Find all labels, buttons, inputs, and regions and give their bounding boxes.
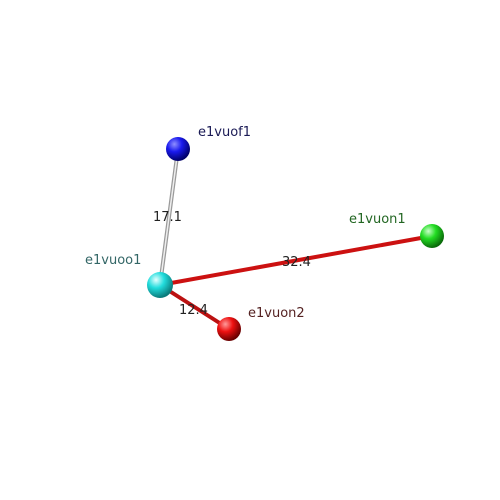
node-labels: e1vuof1 e1vuon1 e1vuoo1 e1vuon2 xyxy=(85,125,406,321)
edges xyxy=(158,147,434,331)
edge-e1vuoo1-e1vuon2 xyxy=(158,283,231,331)
nodes xyxy=(147,137,444,341)
edge-label-32-4: 32.4 xyxy=(282,255,311,270)
node-label-e1vuoo1: e1vuoo1 xyxy=(85,253,141,268)
node-e1vuof1[interactable] xyxy=(166,137,190,161)
node-label-e1vuof1: e1vuof1 xyxy=(198,125,251,140)
edge-label-17-1: 17.1 xyxy=(153,210,182,225)
edge-e1vuoo1-e1vuon1 xyxy=(158,234,434,287)
edge-labels: 17.1 32.4 12.4 xyxy=(153,210,311,318)
node-label-e1vuon2: e1vuon2 xyxy=(248,306,305,321)
node-e1vuon2[interactable] xyxy=(217,317,241,341)
node-e1vuon1[interactable] xyxy=(420,224,444,248)
edge-label-12-4: 12.4 xyxy=(179,303,208,318)
edge-e1vuoo1-e1vuof1-highlight xyxy=(159,148,179,286)
node-e1vuoo1[interactable] xyxy=(147,272,173,298)
node-label-e1vuon1: e1vuon1 xyxy=(349,212,406,227)
